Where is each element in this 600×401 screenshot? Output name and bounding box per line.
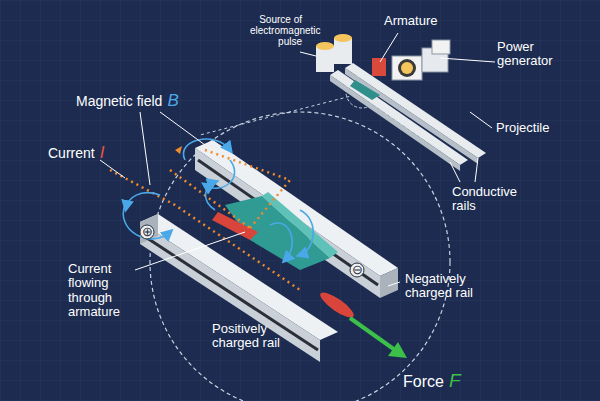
current-label: Current: [48, 146, 95, 161]
force-symbol: F: [449, 371, 461, 392]
field-label: Magnetic field: [76, 94, 162, 109]
component-label: Conductive rails: [452, 185, 542, 214]
inset-railgun: [316, 34, 486, 171]
leader-line: [300, 33, 495, 182]
leader-line: [100, 112, 400, 286]
component-label: Projectile: [496, 121, 549, 135]
component-label: Current flowing through armature: [68, 262, 140, 319]
force-label: Force: [403, 373, 444, 391]
component-label: Negatively charged rail: [405, 272, 515, 301]
positive-rail: [140, 214, 338, 362]
terminal-mark: [350, 263, 364, 277]
current-symbol: I: [100, 144, 105, 163]
component-label: Positively charged rail: [212, 322, 312, 351]
component-label: Source of electromagnetic pulse: [250, 14, 302, 47]
component-label: Armature: [384, 14, 437, 28]
current-path: [170, 150, 290, 228]
component-label: Power generator: [497, 40, 577, 69]
magnetic-field-arcs: [123, 139, 313, 260]
field-symbol: B: [167, 92, 178, 111]
current-path: [110, 170, 300, 290]
force-arrowhead: [388, 342, 407, 358]
terminal-mark: [140, 225, 154, 239]
polarity-symbol: ⊖: [350, 262, 364, 278]
force-arrow: [350, 318, 395, 350]
polarity-symbol: ⊕: [140, 224, 154, 240]
